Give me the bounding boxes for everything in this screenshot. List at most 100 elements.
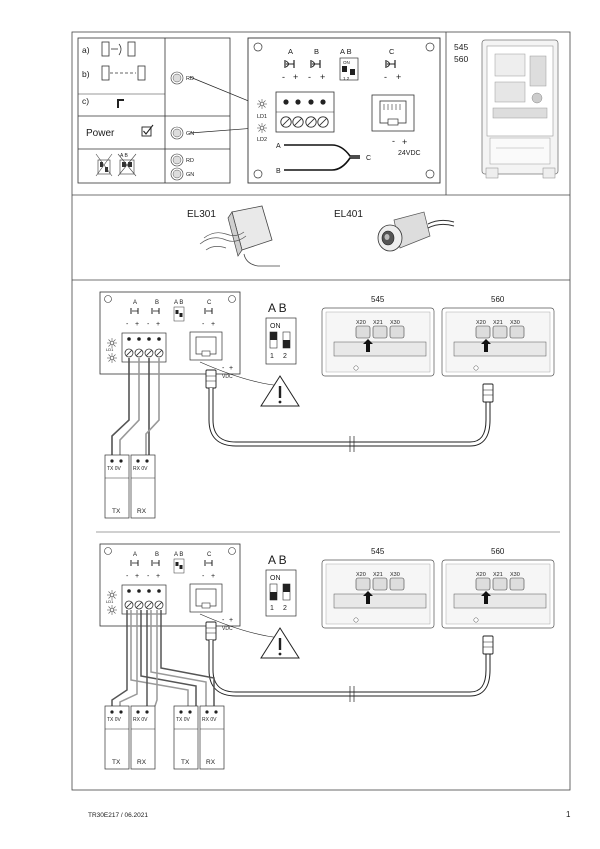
w2-560-x30: X30 bbox=[510, 572, 520, 578]
w2-rx-label-1: RX bbox=[137, 759, 147, 766]
legend-table: a) b) c) Power A B bbox=[77, 37, 231, 184]
w1-545-x20: X20 bbox=[356, 320, 366, 326]
w2-cable-outer bbox=[208, 640, 491, 697]
w2-rx-module-1 bbox=[130, 705, 156, 770]
w2-on-label: ON bbox=[270, 575, 281, 582]
w2-label-b: B bbox=[155, 552, 159, 558]
outer-frame bbox=[71, 31, 571, 791]
w1-vdc-label: VDC bbox=[222, 374, 233, 380]
ld1-indicator-icon bbox=[256, 98, 268, 110]
w2-warning-icon bbox=[260, 627, 300, 659]
w2-tx-module-1 bbox=[104, 705, 130, 770]
w1-minus-c: - bbox=[202, 321, 205, 328]
w1-ld2-icon bbox=[106, 352, 118, 364]
w2-minus-c: - bbox=[202, 573, 205, 580]
minus-c: - bbox=[384, 72, 387, 82]
w1-minus-a: - bbox=[126, 321, 129, 328]
plus-b: + bbox=[320, 72, 325, 82]
operator-unit-illustration bbox=[481, 39, 559, 179]
w2-tx-terminals-2: TX 0V bbox=[176, 717, 191, 723]
w1-560-x21: X21 bbox=[493, 320, 503, 326]
w1-supply-minus: - bbox=[222, 365, 225, 372]
led-red-label-2: RD bbox=[186, 158, 194, 164]
w1-tx-terminals: TX 0V bbox=[107, 466, 122, 472]
w1-560-x30: X30 bbox=[510, 320, 520, 326]
w2-rx-label-2: RX bbox=[206, 759, 216, 766]
w2-label-ab: A B bbox=[174, 552, 183, 558]
w1-cable-inner bbox=[209, 388, 490, 446]
output-c-label: C bbox=[366, 155, 371, 162]
w2-minus-b: - bbox=[147, 573, 150, 580]
w2-model-545: 545 bbox=[371, 547, 385, 556]
w2-tx-label-2: TX bbox=[181, 759, 190, 766]
ld2-indicator-icon bbox=[256, 122, 268, 134]
blink-signal-icon bbox=[117, 99, 124, 108]
w1-minus-b: - bbox=[147, 321, 150, 328]
w2-cable-inner bbox=[209, 640, 490, 696]
plus-a: + bbox=[293, 72, 298, 82]
wiring-diagram-2: A B A B C - + - + - + LD1 - + VDC bbox=[99, 543, 555, 770]
plus-c: + bbox=[396, 72, 401, 82]
w2-ab-title: A B bbox=[268, 553, 287, 567]
w2-model-560: 560 bbox=[491, 547, 505, 556]
w1-unit-560 bbox=[441, 307, 555, 377]
minus-b: - bbox=[308, 72, 311, 82]
w1-on-label: ON bbox=[270, 323, 281, 330]
w1-unit-545 bbox=[321, 307, 435, 377]
w1-label-ab: A B bbox=[174, 300, 183, 306]
power-label: Power bbox=[86, 128, 115, 139]
w1-545-x21: X21 bbox=[373, 320, 383, 326]
w2-545-x21: X21 bbox=[373, 572, 383, 578]
output-a-label: A bbox=[276, 143, 281, 150]
w1-rx-label: RX bbox=[137, 508, 147, 515]
wiring-diagram-1: A B A B C - + - + - + LD1 - + VDC bbox=[99, 291, 555, 519]
w1-ab-title: A B bbox=[268, 301, 287, 315]
checkbox-icon bbox=[141, 124, 154, 137]
led-red-icon bbox=[170, 71, 184, 85]
w1-rx-module bbox=[130, 454, 156, 519]
w2-label-a: A bbox=[133, 552, 137, 558]
w2-supply-plus: + bbox=[229, 617, 233, 624]
led-red-label: RD bbox=[186, 76, 194, 82]
w1-plus-b: + bbox=[156, 321, 160, 328]
dip-lever-2 bbox=[350, 69, 355, 75]
el401-label: EL401 bbox=[334, 209, 363, 220]
dip-switch-icon bbox=[95, 153, 113, 177]
output-b-label: B bbox=[276, 168, 281, 175]
w1-dip-num-2: 2 bbox=[283, 353, 287, 360]
board-label-b: B bbox=[314, 47, 319, 56]
w2-rx-terminals-1: RX 0V bbox=[133, 717, 148, 723]
w1-model-545: 545 bbox=[371, 295, 385, 304]
model-560-label: 560 bbox=[454, 54, 468, 64]
beam-interrupted-icon bbox=[101, 65, 146, 81]
rj-connector bbox=[371, 94, 415, 132]
w1-plus-a: + bbox=[135, 321, 139, 328]
w2-supply-minus: - bbox=[222, 617, 225, 624]
w2-rx-terminals-2: RX 0V bbox=[202, 717, 217, 723]
ld2-label: LD2 bbox=[257, 137, 267, 143]
w1-dip bbox=[173, 306, 185, 322]
model-545-label: 545 bbox=[454, 42, 468, 52]
w2-560-x20: X20 bbox=[476, 572, 486, 578]
board-label-c: C bbox=[389, 47, 395, 56]
w1-supply-plus: + bbox=[229, 365, 233, 372]
led-red-icon-2 bbox=[170, 153, 184, 167]
w2-560-x21: X21 bbox=[493, 572, 503, 578]
w1-dip-num-1: 1 bbox=[270, 353, 274, 360]
supply-plus: + bbox=[402, 137, 407, 147]
w2-vdc-label: VDC bbox=[222, 626, 233, 632]
w1-560-x20: X20 bbox=[476, 320, 486, 326]
el401-sensor-illustration bbox=[377, 211, 455, 252]
page-number: 1 bbox=[566, 810, 571, 819]
w2-unit-560 bbox=[441, 559, 555, 629]
led-green-icon bbox=[170, 126, 184, 140]
dip-nums-label: 1 2 bbox=[343, 76, 350, 81]
el301-module-illustration bbox=[199, 205, 280, 267]
dip-switch-icon-2 bbox=[117, 153, 137, 177]
el301-label: EL301 bbox=[187, 209, 216, 220]
w1-label-a: A bbox=[133, 300, 137, 306]
w2-plus-a: + bbox=[135, 573, 139, 580]
w1-label-c: C bbox=[207, 300, 212, 306]
w2-tx-terminals-1: TX 0V bbox=[107, 717, 122, 723]
